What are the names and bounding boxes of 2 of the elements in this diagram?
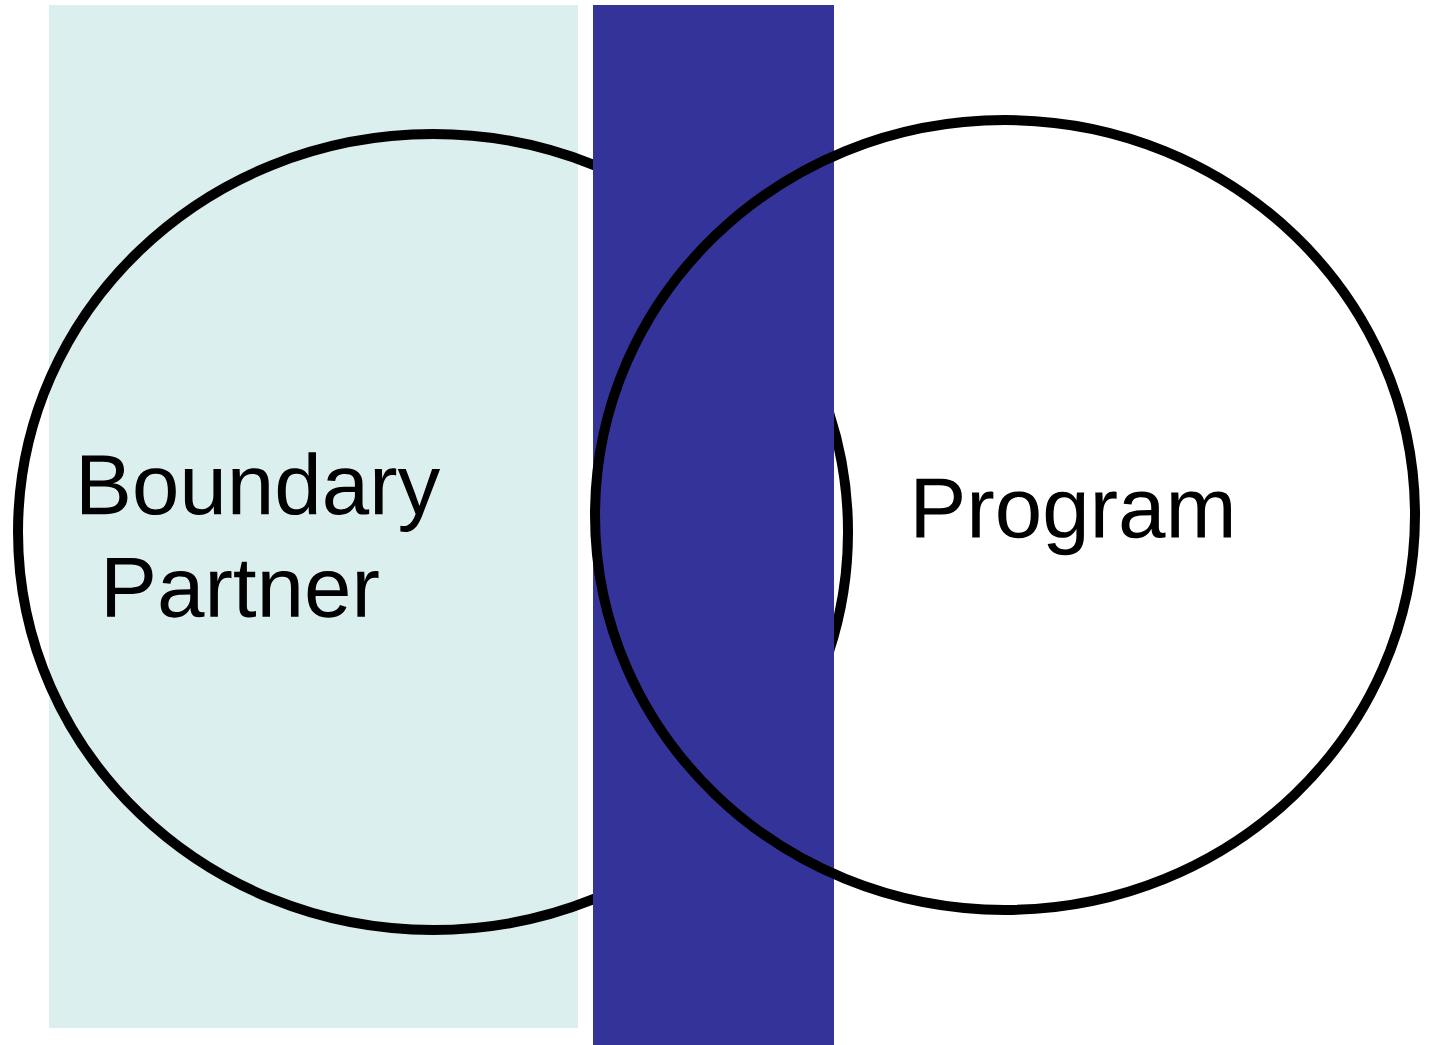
ellipse-label: Program <box>916 478 1231 556</box>
ellipse-label: Boundary Partner <box>82 452 441 618</box>
